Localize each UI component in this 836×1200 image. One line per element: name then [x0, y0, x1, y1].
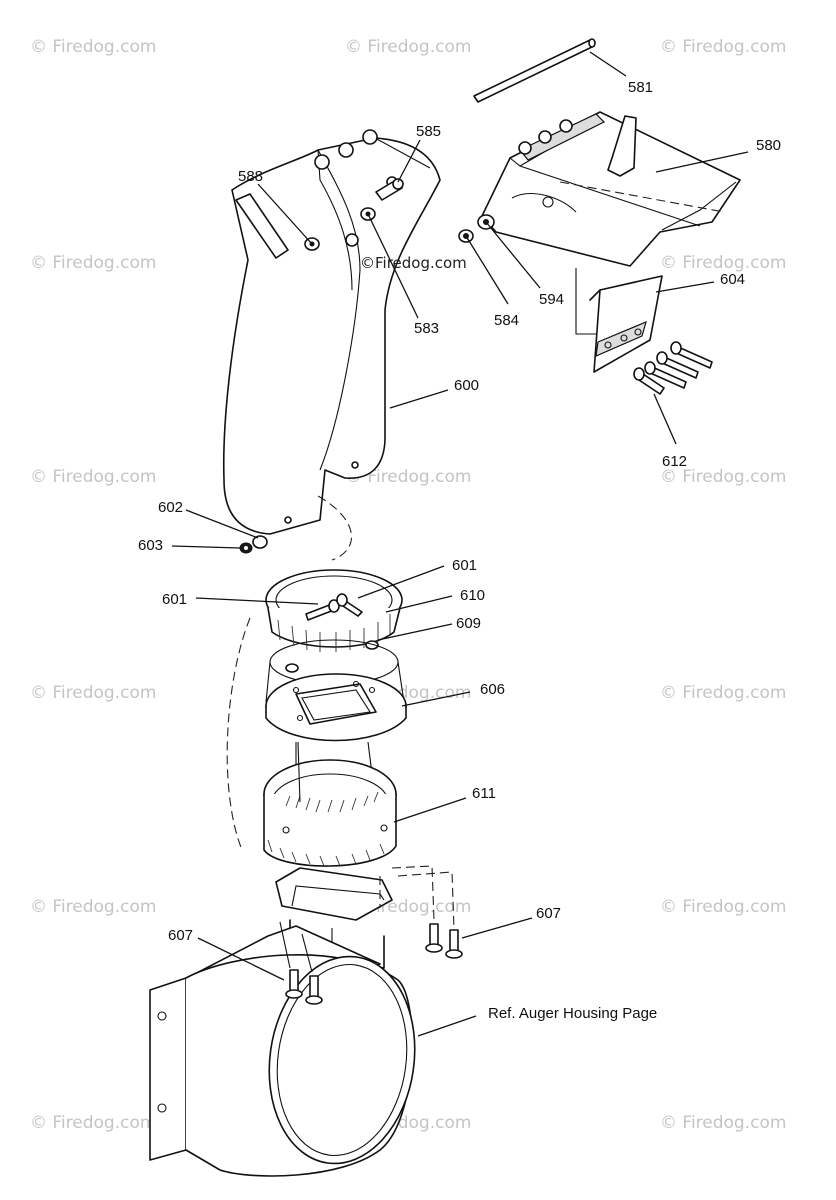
- leader-lines: [171, 51, 749, 1037]
- callout-604: 604: [720, 271, 745, 288]
- chute-deflector-580: [481, 111, 741, 267]
- inline-watermark: ©Firedog.com: [360, 254, 467, 272]
- callout-588: 588: [238, 168, 263, 185]
- watermark: © Firedog.com: [345, 467, 471, 487]
- callout-600: 600: [454, 377, 479, 394]
- bolt-guides: [279, 921, 313, 973]
- gear-ring-611: [263, 741, 397, 867]
- bolts-607: [285, 923, 463, 1005]
- deflector-tip-604: [589, 275, 663, 373]
- dashed-guide: [575, 268, 596, 335]
- hardware-602-603: [239, 535, 268, 554]
- callout-581: 581: [628, 79, 653, 96]
- plate-606: [265, 639, 407, 742]
- callout-585: 585: [416, 123, 441, 140]
- watermark: © Firedog.com: [660, 253, 786, 273]
- callout-611: 611: [472, 785, 496, 802]
- watermark: © Firedog.com: [660, 897, 786, 917]
- watermark: © Firedog.com: [30, 1113, 156, 1133]
- callout-606: 606: [480, 681, 505, 698]
- watermarks: © Firedog.com © Firedog.com © Firedog.co…: [30, 37, 786, 1133]
- watermark: © Firedog.com: [30, 897, 156, 917]
- watermark: © Firedog.com: [30, 253, 156, 273]
- callout-607: 607: [536, 905, 561, 922]
- watermark: © Firedog.com: [30, 467, 156, 487]
- ring-610: [265, 569, 403, 652]
- watermark: © Firedog.com: [660, 683, 786, 703]
- callout-labels: 581 580 585 588 583 584 594 604 600 612 …: [138, 79, 781, 1022]
- rotation-arc-top: [317, 495, 353, 561]
- callout-609: 609: [456, 615, 481, 632]
- dashed-bolt-guides: [379, 865, 455, 931]
- callout-607: 607: [168, 927, 193, 944]
- lower-chute-600: ©Firedog.com: [222, 129, 467, 535]
- watermark: © Firedog.com: [660, 467, 786, 487]
- bolts-612: [633, 341, 713, 395]
- watermark: © Firedog.com: [345, 37, 471, 57]
- watermark: © Firedog.com: [660, 1113, 786, 1133]
- rotation-arc-side: [226, 617, 251, 851]
- callout-594: 594: [539, 291, 564, 308]
- watermark: © Firedog.com: [30, 683, 156, 703]
- callout-601: 601: [162, 591, 187, 608]
- reference-note: Ref. Auger Housing Page: [488, 1005, 657, 1022]
- callout-580: 580: [756, 137, 781, 154]
- callout-601: 601: [452, 557, 477, 574]
- watermark: © Firedog.com: [30, 37, 156, 57]
- callout-612: 612: [662, 453, 687, 470]
- callout-584: 584: [494, 312, 519, 329]
- rod-581: [473, 38, 596, 103]
- chute-base: [149, 867, 416, 1177]
- callout-602: 602: [158, 499, 183, 516]
- callout-610: 610: [460, 587, 485, 604]
- callout-583: 583: [414, 320, 439, 337]
- watermark: © Firedog.com: [660, 37, 786, 57]
- callout-603: 603: [138, 537, 163, 554]
